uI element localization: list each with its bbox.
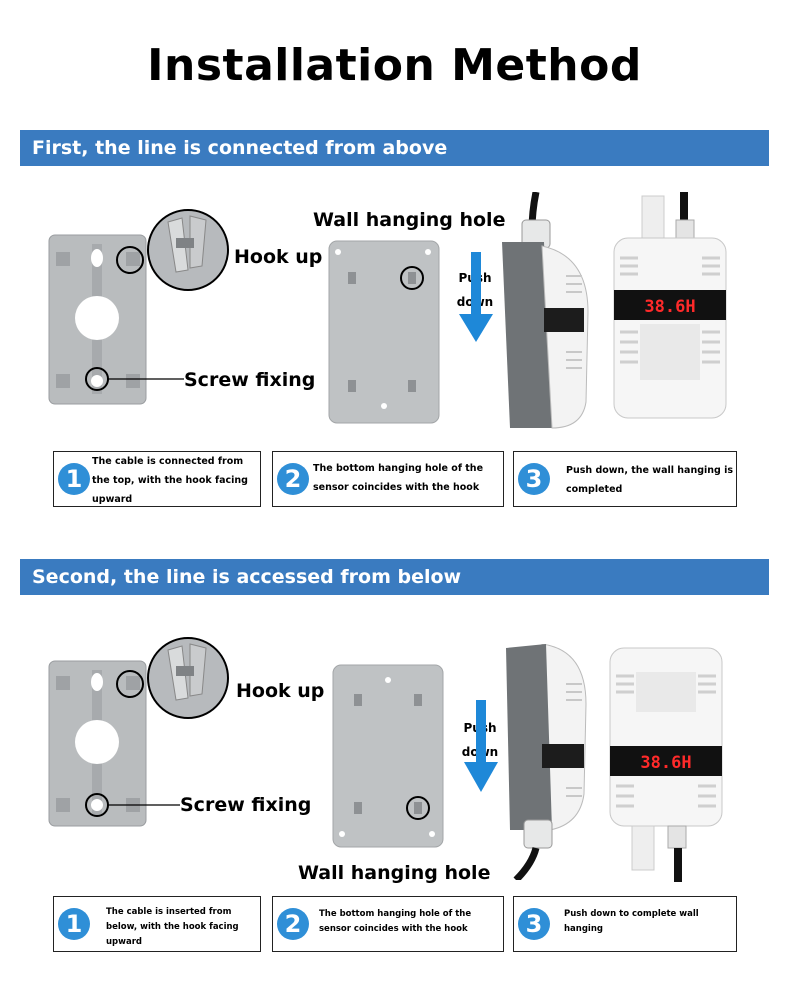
step-2-box: 2 The bottom hanging hole of the sensor …	[272, 896, 504, 952]
step-text: Push down, the wall hanging is completed	[566, 465, 734, 495]
step-1-box: 1 The cable is inserted from below, with…	[53, 896, 261, 952]
callout-lines	[85, 246, 184, 391]
sensor-side-view-image	[502, 192, 589, 429]
hook-up-label: Hook up	[236, 680, 325, 702]
step-text: The cable is connected from the top, wit…	[92, 456, 248, 505]
callout-lines	[85, 670, 180, 817]
step-3-box: 3 Push down to complete wall hanging	[513, 896, 737, 952]
step-1-box: 1 The cable is connected from the top, w…	[53, 451, 261, 507]
step-number-badge: 2	[277, 908, 309, 940]
step-number-badge: 1	[58, 463, 90, 495]
step-number-badge: 1	[58, 908, 90, 940]
step-text: Push down to complete wall hanging	[564, 909, 699, 934]
step-3-box: 3 Push down, the wall hanging is complet…	[513, 451, 737, 507]
display-readout: 38.6H	[640, 753, 691, 773]
wall-hanging-hole-label: Wall hanging hole	[298, 862, 491, 884]
step-text: The cable is inserted from below, with t…	[106, 907, 239, 947]
page-title: Installation Method	[147, 40, 642, 91]
sensor-front-view-image: 38.6H	[613, 192, 727, 419]
sensor-back-plate-image	[328, 240, 440, 424]
section-2-banner: Second, the line is accessed from below	[20, 559, 769, 595]
sensor-side-view-image	[506, 644, 587, 880]
push-down-arrow-icon	[459, 252, 493, 342]
display-readout: 38.6H	[644, 297, 695, 317]
screw-fixing-label: Screw fixing	[180, 794, 312, 816]
step-text: The bottom hanging hole of the sensor co…	[313, 463, 484, 493]
mounting-bracket-image	[48, 234, 147, 405]
step-number-badge: 3	[518, 908, 550, 940]
wall-hanging-hole-label: Wall hanging hole	[313, 209, 506, 231]
step-text: The bottom hanging hole of the sensor co…	[319, 909, 472, 934]
step-2-box: 2 The bottom hanging hole of the sensor …	[272, 451, 504, 507]
hook-zoom-icon	[147, 637, 229, 719]
sensor-front-view-image: 38.6H	[609, 647, 723, 882]
push-down-arrow-icon	[464, 700, 498, 792]
step-number-badge: 2	[277, 463, 309, 495]
hook-up-label: Hook up	[234, 246, 323, 268]
section-1-banner: First, the line is connected from above	[20, 130, 769, 166]
screw-fixing-label: Screw fixing	[184, 369, 316, 391]
hook-zoom-icon	[147, 209, 229, 291]
mounting-bracket-image	[48, 660, 147, 827]
sensor-back-plate-image	[332, 664, 444, 848]
step-number-badge: 3	[518, 463, 550, 495]
